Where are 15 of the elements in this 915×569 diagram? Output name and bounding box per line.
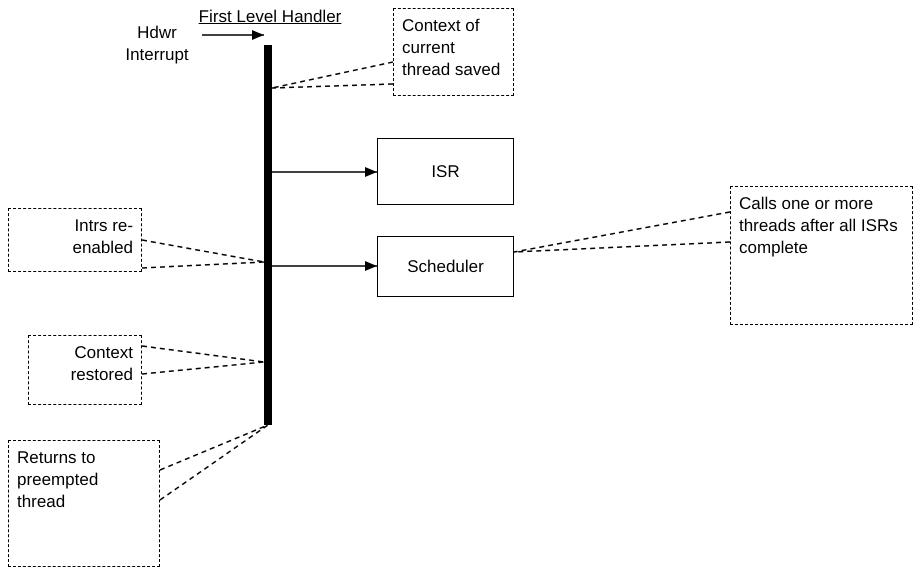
process-box: Scheduler	[377, 236, 514, 297]
arrow	[272, 261, 377, 271]
process-box: ISR	[377, 138, 514, 205]
leader-line	[141, 239, 265, 269]
callout-box: Returns to preempted thread	[8, 440, 160, 567]
callout-box: Context restored	[28, 335, 142, 405]
arrow	[272, 167, 377, 177]
arrow	[202, 30, 264, 40]
callout-box: Context of current thread saved	[393, 8, 514, 96]
leader-line	[271, 61, 394, 89]
leader-line	[159, 424, 269, 501]
leader-line	[513, 211, 731, 253]
callout-box: Calls one or more threads after all ISRs complete	[730, 186, 913, 325]
callout-box: Intrs re-enabled	[8, 208, 142, 272]
leader-line	[141, 345, 265, 375]
